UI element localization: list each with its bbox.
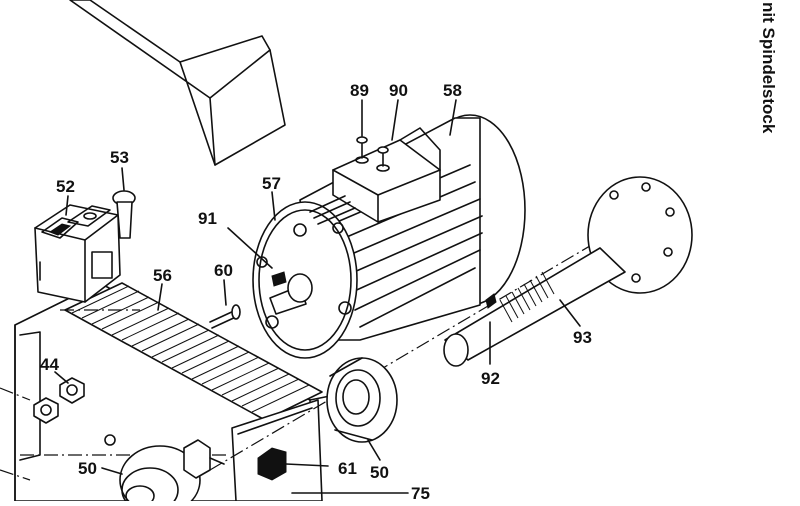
screw-part-91: [227, 227, 273, 269]
label-90: 90: [389, 81, 408, 100]
leader-lines: [54, 99, 581, 475]
screws-part-89: [355, 136, 390, 172]
part-labels: 89 90 58 53 52 57 91 60 56 93 44 92 50 6…: [40, 81, 592, 503]
machine-housing: [0, 282, 331, 502]
nuts-part-44: [33, 377, 85, 424]
spindle-part-93: [443, 176, 693, 367]
label-56: 56: [153, 266, 172, 285]
label-58: 58: [443, 81, 462, 100]
connector-part-61: [257, 447, 329, 481]
label-91: 91: [198, 209, 217, 228]
label-92: 92: [481, 369, 500, 388]
label-89: 89: [350, 81, 369, 100]
bolt-part-60: [209, 304, 241, 329]
bearing-part-50: [326, 357, 398, 443]
label-44: 44: [40, 355, 59, 374]
label-93: 93: [573, 328, 592, 347]
terminal-box-part-90: [309, 127, 441, 225]
label-53: 53: [110, 148, 129, 167]
label-50-pulley: 50: [78, 459, 97, 478]
label-60: 60: [214, 261, 233, 280]
axis-centerline: [209, 239, 601, 471]
spindle-thread: [499, 271, 555, 323]
motor-end-plate-part-57: [252, 201, 358, 359]
cover-plate: [69, 0, 286, 166]
housing-ribs: [71, 285, 310, 413]
side-title: nit Spindelstock: [759, 2, 778, 134]
pulley-part-50: [119, 445, 201, 506]
switch-part-52: [34, 204, 140, 311]
label-61: 61: [338, 459, 357, 478]
knob-part-53: [112, 190, 136, 239]
label-75: 75: [411, 484, 430, 501]
clamp-part: [183, 439, 225, 479]
label-50-bearing: 50: [370, 463, 389, 482]
label-57: 57: [262, 174, 281, 193]
label-52: 52: [56, 177, 75, 196]
